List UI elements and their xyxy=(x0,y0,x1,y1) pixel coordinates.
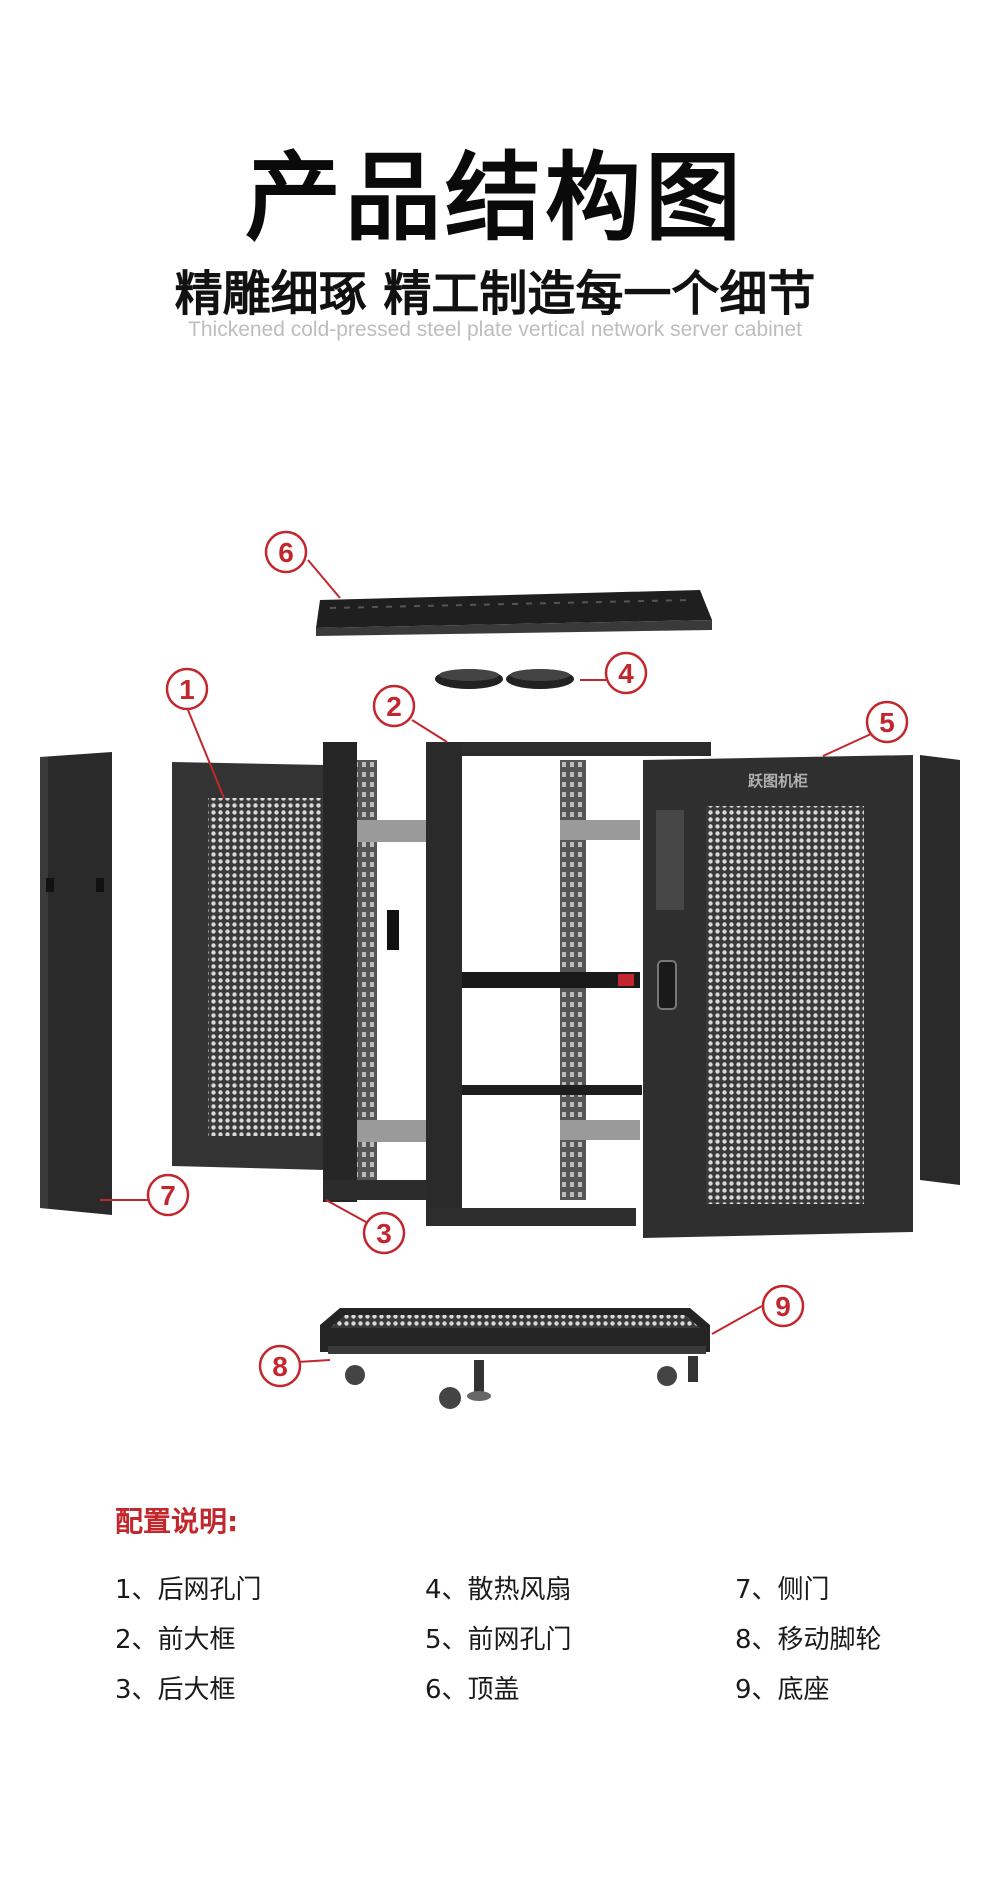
english-caption: Thickened cold-pressed steel plate verti… xyxy=(188,318,802,341)
config-item: 9、底座 xyxy=(735,1675,830,1705)
callout-circles xyxy=(146,530,909,1388)
config-item: 2、前大框 xyxy=(115,1625,236,1655)
cooling-fans xyxy=(435,669,574,689)
callout-9: 9 xyxy=(775,1291,791,1322)
cabinet-base xyxy=(320,1308,710,1354)
front-frame xyxy=(426,742,711,1226)
config-item: 3、后大框 xyxy=(115,1675,236,1705)
config-item: 8、移动脚轮 xyxy=(735,1625,882,1655)
callout-1: 1 xyxy=(179,674,195,705)
callout-4: 4 xyxy=(618,658,634,689)
callout-5: 5 xyxy=(879,707,895,738)
cabinet-brand-label: 跃图机柜 xyxy=(748,772,808,790)
config-heading: 配置说明: xyxy=(115,1505,239,1538)
page-title: 产品结构图 xyxy=(245,142,745,254)
top-cover xyxy=(316,590,712,636)
config-item: 1、后网孔门 xyxy=(115,1575,262,1605)
cabinet-exploded-diagram: 跃图机柜 1 2 xyxy=(40,530,960,1409)
config-item: 5、前网孔门 xyxy=(425,1625,572,1655)
callout-2: 2 xyxy=(386,691,402,722)
callout-6: 6 xyxy=(278,537,294,568)
casters xyxy=(345,1356,698,1409)
front-mesh-door: 跃图机柜 xyxy=(643,755,960,1238)
config-item: 4、散热风扇 xyxy=(425,1575,572,1605)
side-door xyxy=(40,752,112,1215)
callout-numbers: 1 2 3 4 5 6 7 8 9 xyxy=(160,537,895,1382)
rear-mesh-door xyxy=(172,762,325,1170)
callout-7: 7 xyxy=(160,1180,176,1211)
config-item: 7、侧门 xyxy=(735,1575,830,1605)
config-item: 6、顶盖 xyxy=(425,1675,520,1705)
callout-8: 8 xyxy=(272,1351,288,1382)
callout-3: 3 xyxy=(376,1218,392,1249)
page-subtitle: 精雕细琢 精工制造每一个细节 xyxy=(174,266,816,322)
config-list: 1、后网孔门 4、散热风扇 7、侧门 2、前大框 5、前网孔门 8、移动脚轮 3… xyxy=(115,1575,935,1705)
